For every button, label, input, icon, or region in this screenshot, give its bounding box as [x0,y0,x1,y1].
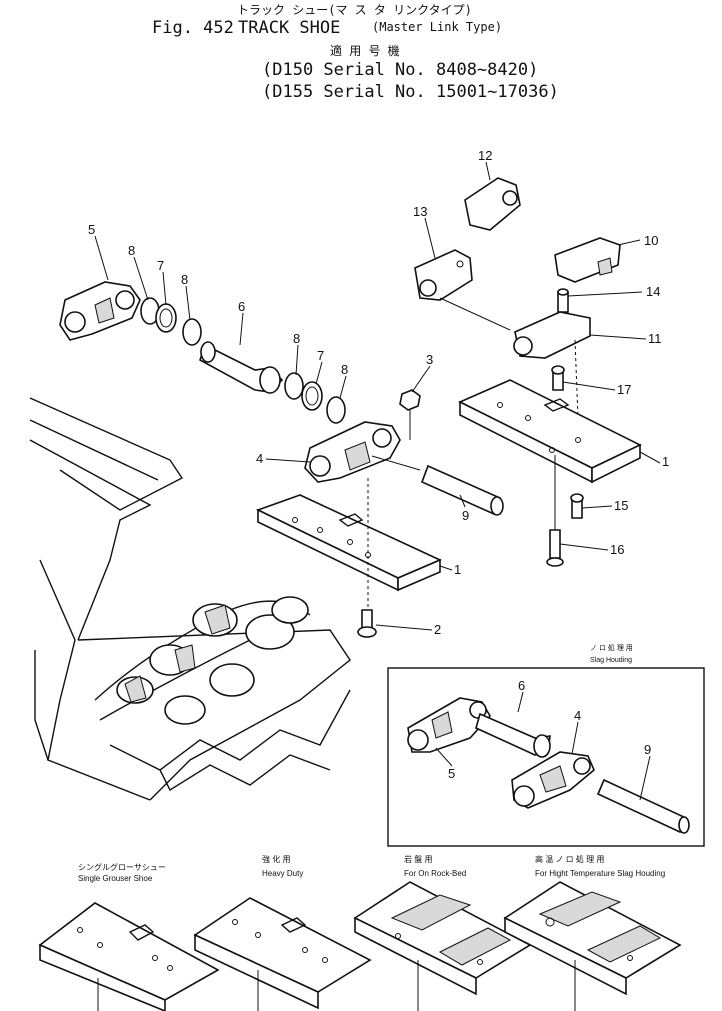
serial-range-d150: (D150 Serial No. 8408~8420) [262,60,539,80]
variant-3-label-jp: 岩 盤 用 [404,854,432,864]
part-10-cover [554,237,621,283]
callout-8-d: 8 [341,362,348,377]
variant-1-label-jp: シングルグローサシュー [78,862,166,872]
part-13-link [414,249,473,301]
callout-13: 13 [413,204,427,219]
callout-10: 10 [644,233,658,248]
shoe-variant-high-temp-slag: 高 温 ノ ロ 処 理 用 For Hight Temperature Slag… [503,854,682,1011]
part-15-bolt [570,493,584,519]
leader-lines [94,161,661,631]
variant-2-label-jp: 強 化 用 [262,854,290,864]
part-16-bolt [546,455,564,567]
part-9-pin [420,464,504,516]
callout-11: 11 [648,331,662,346]
callout-15: 15 [614,498,628,513]
title-japanese: トラック シュー(マ ス タ リンクタイプ) [237,3,472,17]
callout-5: 5 [88,222,95,237]
callout-14: 14 [646,284,660,299]
callout-17: 17 [617,382,631,397]
part-1-shoe-plate-right [458,379,642,484]
callout-8-c: 8 [293,331,300,346]
callout-2: 2 [434,622,441,637]
part-3-nut [399,389,421,440]
seal-washers-lower [284,372,346,424]
callout-4: 4 [256,451,263,466]
callout-1-right: 1 [662,454,669,469]
variant-4-label-en: For Hight Temperature Slag Houding [535,869,665,878]
callout-8-b: 8 [181,272,188,287]
callout-9: 9 [462,508,469,523]
inset-callout-6: 6 [518,678,525,693]
callout-16: 16 [610,542,624,557]
part-6-bushing [199,341,284,394]
slag-houding-inset: ノ ロ 処 理 用 Slag Houding 6 4 5 9 [387,643,705,847]
inset-callout-5: 5 [448,766,455,781]
inset-callout-4: 4 [574,708,581,723]
figure-subtitle: (Master Link Type) [372,20,503,34]
part-1-shoe-plate-center [255,478,442,620]
inset-label-english: Slag Houding [590,657,632,664]
applicable-models-japanese: 適 用 号 機 [330,44,400,58]
callout-6: 6 [238,299,245,314]
callout-12: 12 [478,148,492,163]
callout-8-a: 8 [128,243,135,258]
callout-7-b: 7 [317,348,324,363]
part-5-link [59,281,141,341]
part-4-link [304,421,401,483]
callout-numbers: 12 13 10 5 8 7 8 14 6 11 8 7 8 3 17 4 1 … [88,148,669,637]
part-11-link [513,311,591,471]
callout-3: 3 [426,352,433,367]
inset-callout-9: 9 [644,742,651,757]
variant-3-label-en: For On Rock-Bed [404,869,466,878]
seal-washers-upper [140,297,202,346]
callout-1-center: 1 [454,562,461,577]
inset-label-japanese: ノ ロ 処 理 用 [590,643,633,652]
part-14-pin [557,288,569,313]
track-assembly-illustration [29,397,351,801]
part-2-bolt [357,609,377,638]
variant-1-label-en: Single Grouser Shoe [78,874,153,883]
shoe-variant-single-grouser: シングルグローサシュー Single Grouser Shoe [38,862,220,1011]
part-17-bolt [551,365,565,391]
variant-2-label-en: Heavy Duty [262,869,303,878]
serial-range-d155: (D155 Serial No. 15001~17036) [262,82,559,102]
figure-number: Fig. 452 [152,18,234,38]
part-12-link-upper [464,177,521,231]
callout-7-a: 7 [157,258,164,273]
shoe-variant-rock-bed: 岩 盤 用 For On Rock-Bed [353,854,532,1011]
figure-title: TRACK SHOE [238,18,341,38]
variant-4-label-jp: 高 温 ノ ロ 処 理 用 [535,854,604,864]
shoe-variant-heavy-duty: 強 化 用 Heavy Duty [193,854,372,1011]
